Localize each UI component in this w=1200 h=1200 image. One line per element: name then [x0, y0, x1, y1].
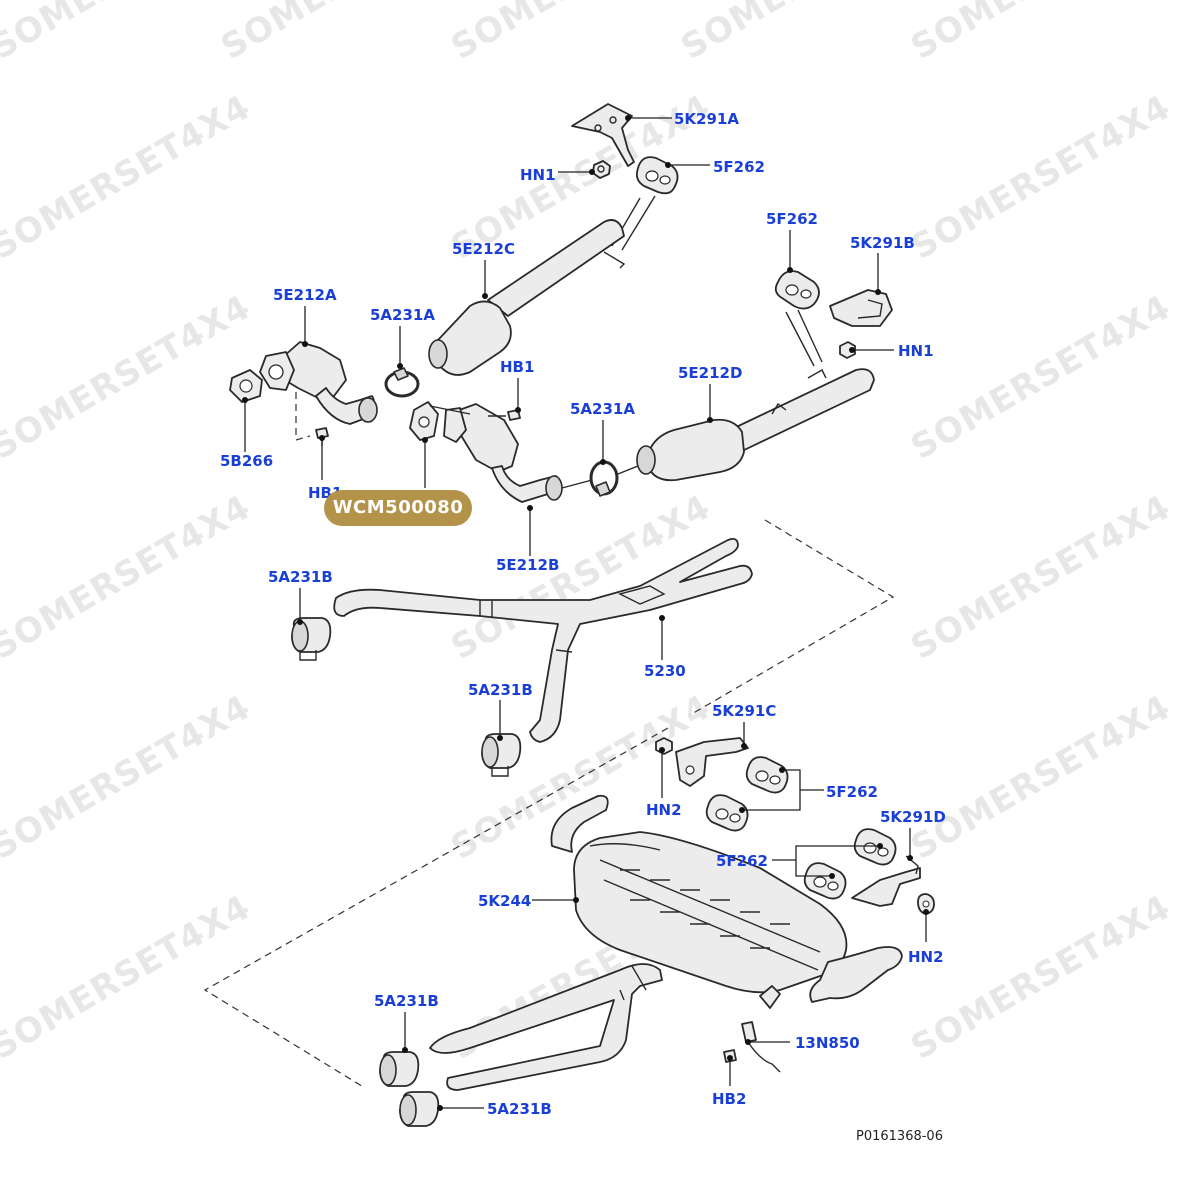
gasket-5b266	[229, 369, 263, 403]
clamp-5a231a-left	[384, 367, 420, 398]
label-hn2: HN2	[646, 801, 682, 819]
catalyst-5e212c	[428, 219, 626, 376]
label-5e212a: 5E212A	[273, 286, 337, 304]
sensor-13n850	[741, 1021, 781, 1073]
hanger-rod	[785, 309, 823, 367]
watermark: SOMERSET4X4	[0, 287, 257, 468]
rubber-mount-5f262-top	[635, 156, 679, 195]
watermark: SOMERSET4X4	[905, 287, 1178, 468]
rubber-mount-5f262-lower-a	[745, 756, 789, 794]
rubber-mount-5f262-lower-d	[803, 862, 847, 900]
watermark: SOMERSET4X4	[0, 687, 257, 868]
watermark: SOMERSET4X4	[905, 87, 1178, 268]
diagram-reference-number: P0161368-06	[856, 1129, 943, 1144]
bracket-5k291c	[675, 737, 749, 787]
rear-silencer-5k244	[550, 794, 903, 1009]
label-hn1: HN1	[898, 342, 934, 360]
leader-lines	[242, 115, 929, 1111]
label-5a231b: 5A231B	[468, 681, 533, 699]
callout-labels: 5K291A HN1 5F262 5E212C 5F262 5K291B HN1…	[220, 110, 946, 1118]
watermark: SOMERSET4X4	[905, 487, 1178, 668]
rubber-mount-5f262-lower-b	[705, 794, 749, 832]
rubber-mount-5f262-lower-c	[853, 828, 897, 866]
clamp-5a231b-4	[399, 1091, 440, 1127]
bolt-guide	[295, 392, 311, 441]
bracket-5k291a	[571, 103, 635, 167]
watermark: SOMERSET4X4	[0, 87, 257, 268]
label-5a231b: 5A231B	[268, 568, 333, 586]
label-5e212b: 5E212B	[496, 556, 559, 574]
watermark: SOMERSET4X4	[0, 887, 257, 1068]
label-5e212d: 5E212D	[678, 364, 742, 382]
label-5a231a: 5A231A	[370, 306, 435, 324]
label-5k291d: 5K291D	[880, 808, 946, 826]
label-hn1: HN1	[520, 166, 556, 184]
assembly-boundary-lower	[203, 727, 669, 1089]
label-5a231b: 5A231B	[374, 992, 439, 1010]
label-hb1: HB1	[500, 358, 534, 376]
clamp-5a231b-1	[291, 617, 332, 661]
watermark: SOMERSET4X4	[0, 487, 257, 668]
assembly-boundary-upper	[689, 519, 895, 716]
label-5k291c: 5K291C	[712, 702, 776, 720]
nut-hn2-right	[917, 893, 935, 915]
watermark: SOMERSET4X4	[905, 887, 1178, 1068]
tailpipes	[429, 963, 663, 1091]
label-5a231b: 5A231B	[487, 1100, 552, 1118]
label-5k291a: 5K291A	[674, 110, 739, 128]
label-5f262: 5F262	[766, 210, 818, 228]
y-pipe-5230	[333, 537, 753, 743]
manifold-5e212b	[443, 403, 563, 503]
clamp-5a231b-3	[379, 1051, 420, 1087]
part-number-badge: WCM500080	[324, 490, 472, 526]
label-hn2: HN2	[908, 948, 944, 966]
manifold-5e212a	[259, 341, 378, 425]
guide-line	[429, 405, 506, 417]
label-5k244: 5K244	[478, 892, 531, 910]
label-5f262: 5F262	[716, 852, 768, 870]
bracket-5k291b	[829, 289, 893, 327]
label-5k291b: 5K291B	[850, 234, 915, 252]
nut-hn1-right	[839, 341, 856, 359]
label-13n850: 13N850	[795, 1034, 860, 1052]
gasket	[409, 401, 439, 441]
clamp-5a231a-right	[589, 460, 619, 497]
watermark: SOMERSET4X4	[905, 0, 1178, 68]
label-5a231a: 5A231A	[570, 400, 635, 418]
clamp-5a231b-2	[481, 733, 522, 777]
label-hb2: HB2	[712, 1090, 746, 1108]
catalyst-5e212d	[636, 368, 875, 482]
label-5e212c: 5E212C	[452, 240, 515, 258]
rubber-mount-5f262-right	[774, 270, 820, 310]
watermark: SOMERSET4X4	[905, 687, 1178, 868]
label-5f262: 5F262	[826, 783, 878, 801]
label-5b266: 5B266	[220, 452, 273, 470]
guide-line	[561, 465, 639, 489]
nut-hn1-top	[592, 160, 611, 179]
label-5230: 5230	[644, 662, 686, 680]
label-5f262: 5F262	[713, 158, 765, 176]
